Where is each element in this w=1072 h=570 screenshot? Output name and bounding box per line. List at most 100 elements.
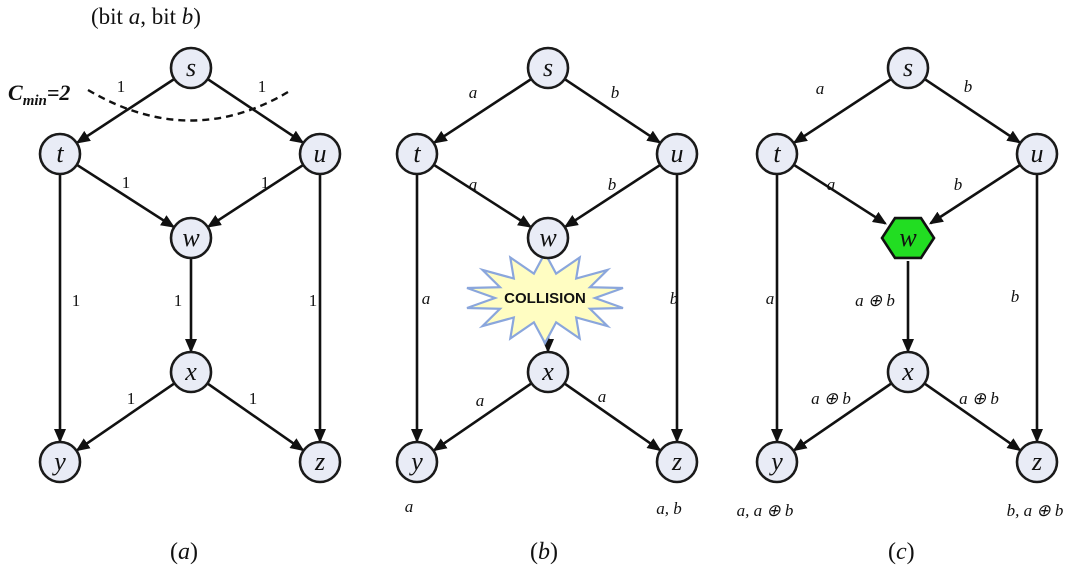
node-z: z bbox=[298, 440, 342, 484]
edge-label-su: b bbox=[611, 83, 620, 102]
edge-x-y bbox=[432, 382, 533, 452]
edge-s-u bbox=[206, 78, 305, 144]
node-x: x bbox=[526, 350, 570, 394]
node-w: w bbox=[169, 216, 213, 260]
collision-burst bbox=[466, 250, 624, 346]
node-label-z: z bbox=[314, 447, 325, 476]
node-label-z: z bbox=[1031, 447, 1042, 476]
edge-label-xz: a bbox=[598, 387, 607, 406]
node-u: u bbox=[655, 132, 699, 176]
node-label-s: s bbox=[543, 53, 553, 82]
node-label-u: u bbox=[314, 139, 327, 168]
node-label-w: w bbox=[899, 223, 917, 252]
edges-b bbox=[411, 77, 683, 452]
edge-u-w bbox=[928, 163, 1021, 225]
node-s: s bbox=[169, 46, 213, 90]
edge-x-z bbox=[923, 382, 1022, 452]
node-w: w bbox=[880, 216, 936, 260]
node-x: x bbox=[886, 350, 930, 394]
source-bits-note: (bit a, bit b) bbox=[91, 4, 201, 29]
edge-x-z bbox=[206, 382, 305, 452]
caption-b: (b) bbox=[530, 539, 558, 565]
min-cut-label: Cmin=2 bbox=[8, 80, 70, 109]
edge-label-uz: 1 bbox=[309, 291, 318, 310]
node-y: y bbox=[395, 440, 439, 484]
node-label-s: s bbox=[186, 53, 196, 82]
node-u: u bbox=[298, 132, 342, 176]
edge-u-w bbox=[206, 163, 304, 228]
edge-u-w bbox=[563, 163, 661, 228]
coding-node-hexagon bbox=[880, 216, 936, 260]
edge-x-z bbox=[563, 382, 662, 452]
node-label-x: x bbox=[901, 357, 914, 386]
node-z: z bbox=[655, 440, 699, 484]
node-t: t bbox=[755, 132, 799, 176]
node-label-w: w bbox=[539, 223, 557, 252]
node-label-y: y bbox=[51, 447, 66, 476]
edge-label-st: a bbox=[816, 79, 825, 98]
edge-label-xy: 1 bbox=[127, 389, 136, 408]
edge-label-uw: b bbox=[954, 175, 963, 194]
panel-b: COLLISION a b a b a b a a s t u w x y z a a, b bbox=[395, 46, 699, 518]
edge-label-ty: 1 bbox=[72, 291, 81, 310]
node-label-x: x bbox=[541, 357, 554, 386]
sink-received-y: a bbox=[405, 497, 414, 516]
sink-received-z: b, a ⊕ b bbox=[1007, 501, 1064, 520]
edge-label-uw: b bbox=[608, 175, 617, 194]
node-w: w bbox=[526, 216, 570, 260]
edge-label-uz: b bbox=[1011, 287, 1020, 306]
node-t: t bbox=[38, 132, 82, 176]
edge-label-wx: 1 bbox=[174, 291, 183, 310]
node-s: s bbox=[886, 46, 930, 90]
sink-received-z: a, b bbox=[656, 499, 682, 518]
sink-received-y: a, a ⊕ b bbox=[737, 501, 794, 520]
node-label-t: t bbox=[413, 139, 421, 168]
edge-label-uz: b bbox=[670, 289, 679, 308]
edge-label-xy: a bbox=[476, 391, 485, 410]
node-y: y bbox=[38, 440, 82, 484]
node-label-z: z bbox=[671, 447, 682, 476]
edge-s-t bbox=[432, 77, 532, 144]
edge-label-st: 1 bbox=[117, 77, 126, 96]
edge-s-u bbox=[923, 78, 1022, 144]
edge-label-tw: 1 bbox=[122, 173, 131, 192]
node-label-s: s bbox=[903, 53, 913, 82]
node-u: u bbox=[1015, 132, 1059, 176]
node-label-w: w bbox=[182, 223, 200, 252]
edge-label-su: b bbox=[964, 77, 973, 96]
edge-label-uw: 1 bbox=[261, 173, 270, 192]
node-label-u: u bbox=[671, 139, 684, 168]
node-s: s bbox=[526, 46, 570, 90]
edge-s-t bbox=[75, 77, 175, 144]
node-label-t: t bbox=[56, 139, 64, 168]
edge-label-tw: a bbox=[827, 175, 836, 194]
node-t: t bbox=[395, 132, 439, 176]
edge-x-y bbox=[792, 382, 893, 452]
edge-label-xy: a ⊕ b bbox=[811, 389, 851, 408]
caption-a: (a) bbox=[170, 539, 198, 565]
node-z: z bbox=[1015, 440, 1059, 484]
edges-c bbox=[771, 77, 1043, 452]
edge-label-su: 1 bbox=[258, 77, 267, 96]
edge-label-xz: a ⊕ b bbox=[959, 389, 999, 408]
node-y: y bbox=[755, 440, 799, 484]
edge-x-y bbox=[75, 382, 176, 452]
collision-label: COLLISION bbox=[504, 290, 586, 307]
node-x: x bbox=[169, 350, 213, 394]
edge-label-ty: a bbox=[422, 289, 431, 308]
node-label-t: t bbox=[773, 139, 781, 168]
edge-t-w bbox=[433, 163, 533, 228]
edge-t-w bbox=[76, 163, 176, 228]
node-label-x: x bbox=[184, 357, 197, 386]
node-label-y: y bbox=[768, 447, 783, 476]
edges-a bbox=[54, 77, 326, 452]
edge-label-st: a bbox=[469, 83, 478, 102]
caption-c: (c) bbox=[888, 539, 915, 565]
edge-label-tw: a bbox=[469, 175, 478, 194]
edge-s-u bbox=[563, 78, 662, 144]
node-label-y: y bbox=[408, 447, 423, 476]
node-label-u: u bbox=[1031, 139, 1044, 168]
